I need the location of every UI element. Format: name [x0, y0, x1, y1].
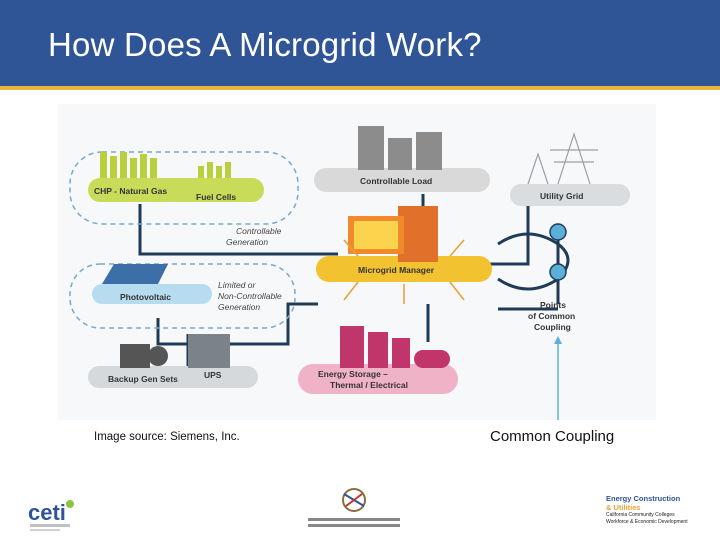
chp-label: CHP - Natural Gas	[94, 186, 167, 196]
utility-grid-pill	[510, 184, 630, 206]
power-tower-icon	[527, 132, 598, 185]
chp-icon	[100, 152, 157, 178]
controllable-generation-line1: Controllable	[236, 226, 282, 236]
limited-line2: Non-Controllable	[218, 291, 282, 301]
microgrid-manager-label: Microgrid Manager	[358, 265, 435, 275]
storage-tanks-icon	[340, 326, 450, 368]
logo-line4: Workforce & Economic Development	[606, 519, 688, 525]
buildings-icon	[358, 126, 442, 170]
controllable-generation-line2: Generation	[226, 237, 268, 247]
logo-line3: California Community Colleges	[606, 512, 675, 518]
backup-gen-label: Backup Gen Sets	[108, 374, 178, 384]
energy-storage-line2: Thermal / Electrical	[330, 380, 408, 390]
microgrid-diagram: CHP - Natural Gas Fuel Cells Controllabl…	[58, 104, 656, 420]
ups-label: UPS	[204, 370, 222, 380]
points-line3: Coupling	[534, 322, 571, 332]
logo-line1: Energy Construction	[606, 494, 681, 503]
ceti-logo-text: ceti	[28, 500, 66, 525]
non-controllable-generation-group	[69, 263, 296, 329]
limited-line3: Generation	[218, 302, 260, 312]
limited-line1: Limited or	[218, 280, 256, 290]
energy-storage-pill	[298, 364, 458, 394]
title-bar: How Does A Microgrid Work?	[0, 0, 720, 90]
coupling-point-2	[549, 263, 567, 281]
common-coupling-caption: Common Coupling	[490, 428, 615, 445]
fuel-cells-icon	[198, 162, 231, 178]
solar-panel-icon	[102, 264, 168, 284]
controllable-generation-group	[69, 151, 299, 225]
generator-icon	[120, 334, 230, 368]
coupling-loop	[497, 232, 570, 291]
manager-arrows	[343, 239, 465, 304]
points-line1: Points	[540, 300, 566, 310]
energy-construction-logo: Energy Construction & Utilities Californ…	[606, 494, 716, 534]
chp-pill	[88, 178, 264, 202]
computer-icon	[348, 206, 438, 262]
points-line2: of Common	[528, 311, 575, 321]
coupling-point-1	[549, 223, 567, 241]
microgrid-manager-pill	[316, 256, 492, 282]
controllable-load-pill	[314, 168, 490, 192]
logo-line2: & Utilities	[606, 503, 641, 512]
center-logo	[304, 486, 404, 534]
image-source-caption: Image source: Siemens, Inc.	[94, 431, 240, 443]
energy-storage-line1: Energy Storage –	[318, 369, 388, 379]
photovoltaic-pill	[92, 284, 212, 304]
fuel-cells-label: Fuel Cells	[196, 192, 236, 202]
ceti-logo: ceti	[24, 496, 84, 534]
utility-grid-label: Utility Grid	[540, 191, 583, 201]
photovoltaic-label: Photovoltaic	[120, 292, 171, 302]
backup-pill	[88, 366, 258, 388]
page-title: How Does A Microgrid Work?	[48, 26, 482, 63]
controllable-load-label: Controllable Load	[360, 176, 432, 186]
